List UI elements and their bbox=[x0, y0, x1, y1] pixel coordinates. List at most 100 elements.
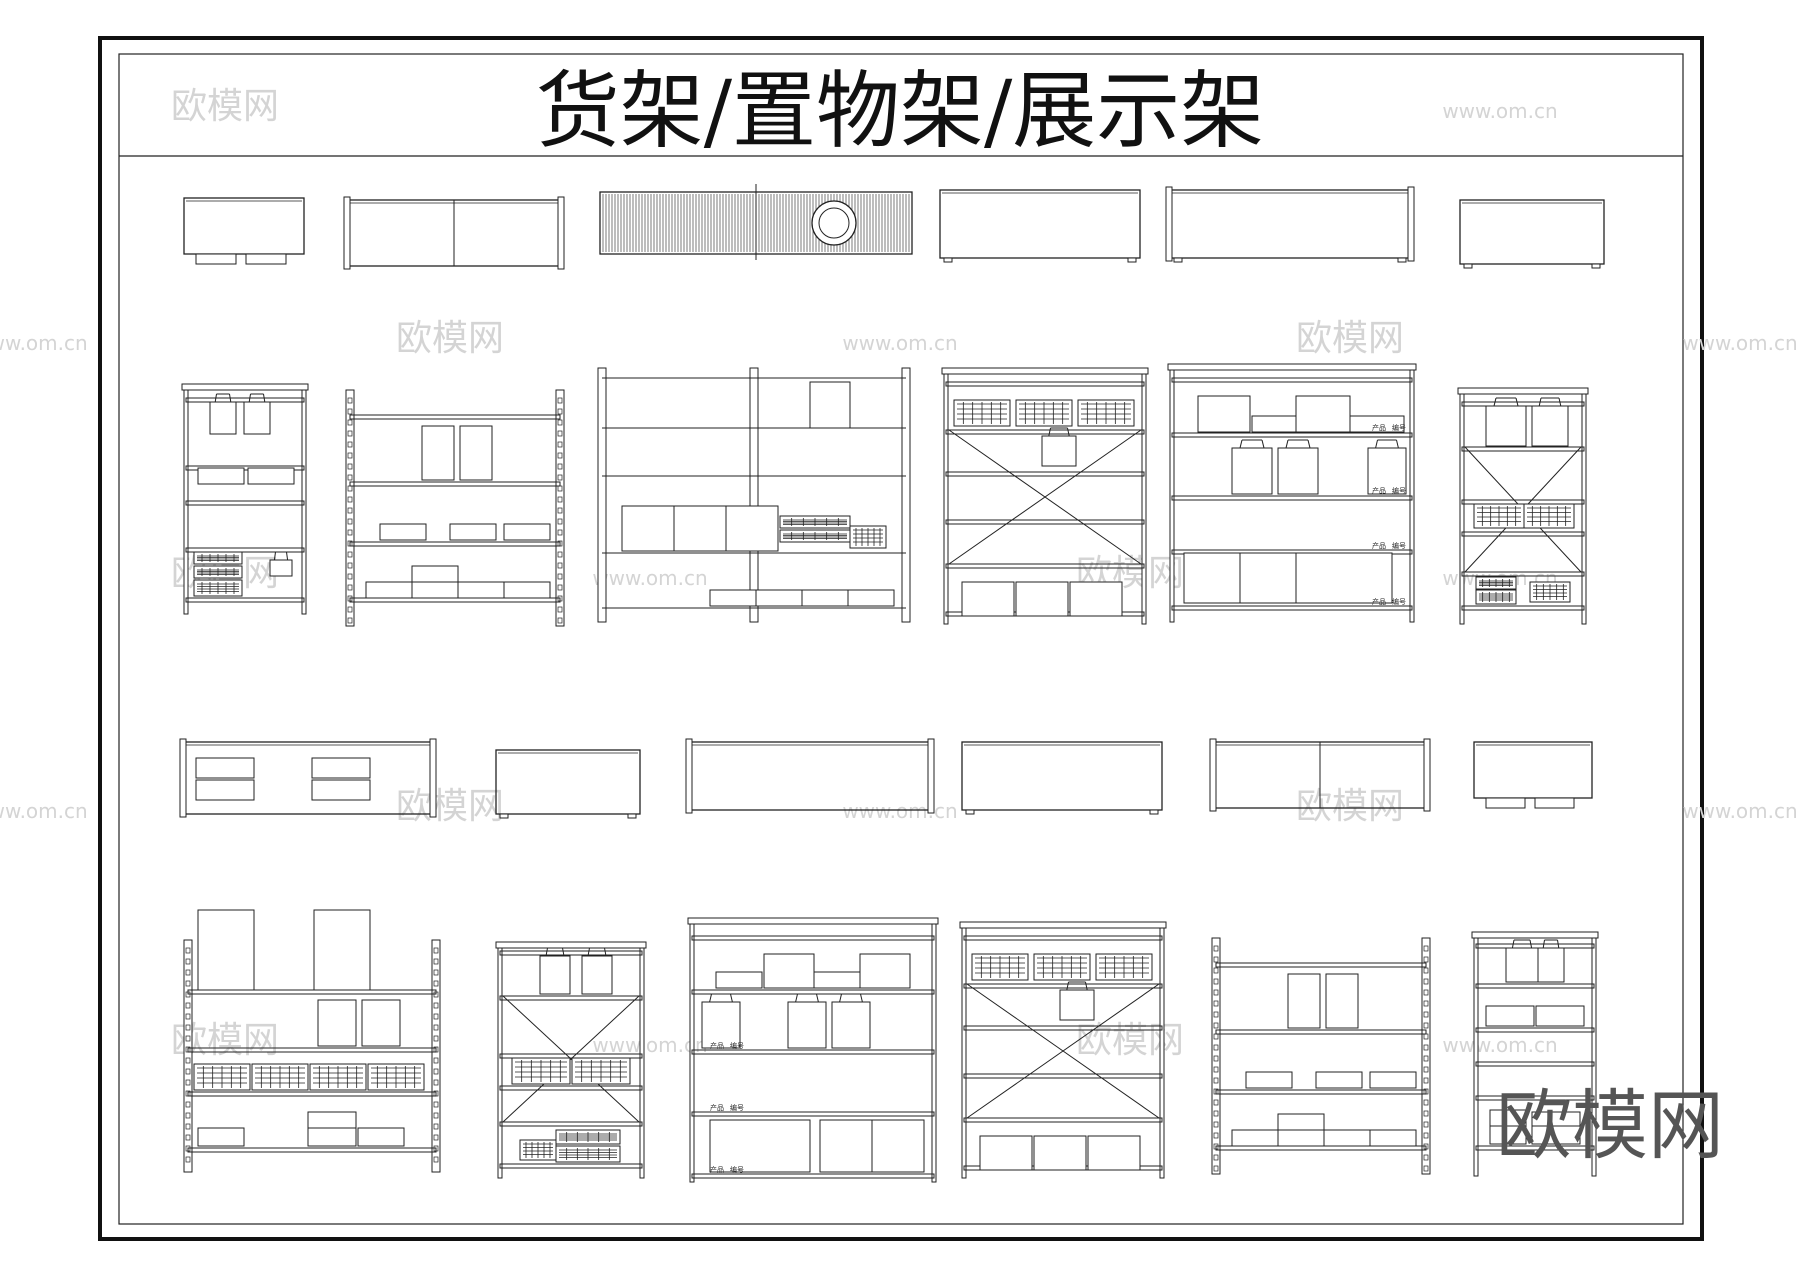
watermark-cn-text: 欧模网 bbox=[171, 86, 279, 127]
upright-slot bbox=[1213, 1000, 1219, 1007]
upright-slot bbox=[1423, 1121, 1429, 1128]
watermark-url-text: www.om.cn bbox=[592, 566, 707, 590]
upright-slot bbox=[347, 584, 353, 591]
ventilated-crate bbox=[511, 1057, 571, 1085]
top-rail bbox=[687, 917, 939, 925]
upright-slot bbox=[185, 1079, 191, 1086]
watermark-cn-text: 欧模网 bbox=[396, 786, 504, 827]
bin-handle bbox=[562, 947, 565, 957]
shelf-board bbox=[349, 541, 561, 547]
bin-body bbox=[831, 1001, 871, 1049]
bin-handle bbox=[214, 393, 217, 403]
corner-post bbox=[557, 196, 565, 270]
upright-slot bbox=[433, 1112, 439, 1119]
watermark-url-text: www.om.cn bbox=[1442, 99, 1557, 123]
storage-box bbox=[819, 1119, 873, 1173]
upright-slot bbox=[557, 441, 563, 448]
shelf-drawings: 产品编号产品编号产品编号产品编号产品编号产品编号产品编号 bbox=[179, 184, 1605, 1183]
storage-box bbox=[195, 779, 255, 801]
storage-box bbox=[1349, 415, 1405, 433]
shelf-board bbox=[1171, 377, 1413, 383]
upright-slot bbox=[1213, 1132, 1219, 1139]
shelf-elevation bbox=[183, 909, 441, 1173]
frame-post bbox=[961, 925, 967, 1179]
shelf-elevation bbox=[181, 383, 309, 615]
upright-slot bbox=[557, 452, 563, 459]
storage-box bbox=[961, 581, 1015, 617]
shelf-board bbox=[1475, 1095, 1595, 1101]
bin-body bbox=[1277, 447, 1319, 495]
corner-post bbox=[1407, 186, 1415, 262]
rack-tag-label: 产品 bbox=[710, 1103, 724, 1112]
shelf-board bbox=[691, 1173, 935, 1179]
shelf-board bbox=[1171, 495, 1413, 501]
bin-body bbox=[243, 401, 271, 435]
ventilated-crate bbox=[309, 1063, 367, 1091]
upright-post bbox=[431, 939, 441, 1173]
bin-handle bbox=[1557, 939, 1560, 949]
top-outline bbox=[183, 197, 305, 255]
frame-post bbox=[597, 367, 607, 623]
bin-handle bbox=[1558, 397, 1562, 407]
bin-body bbox=[1231, 447, 1273, 495]
ventilated-crate bbox=[1473, 503, 1525, 529]
storage-bin bbox=[243, 393, 271, 435]
upright-slot bbox=[185, 969, 191, 976]
upright-slot bbox=[1213, 1110, 1219, 1117]
perforated-upright bbox=[1211, 937, 1221, 1175]
upright-slot bbox=[347, 617, 353, 624]
upright-slot bbox=[1423, 1066, 1429, 1073]
upright-slot bbox=[185, 947, 191, 954]
frame-post bbox=[1473, 935, 1479, 1177]
foot bbox=[1173, 257, 1183, 263]
cross-brace bbox=[966, 983, 1160, 1119]
storage-box bbox=[503, 581, 551, 599]
bin-top-outline bbox=[811, 200, 857, 246]
watermark-cn-text: 欧模网 bbox=[1296, 786, 1404, 827]
upright-slot bbox=[433, 1013, 439, 1020]
upright-slot bbox=[347, 463, 353, 470]
bin-body bbox=[1367, 447, 1407, 495]
shelf-board bbox=[1171, 605, 1413, 611]
upright-slot bbox=[347, 562, 353, 569]
frame-post bbox=[1169, 367, 1175, 623]
top-rail bbox=[1457, 387, 1589, 395]
top-outline bbox=[1169, 189, 1411, 259]
upright-slot bbox=[557, 562, 563, 569]
upright-slot bbox=[1423, 989, 1429, 996]
storage-bin bbox=[701, 993, 741, 1049]
rack-tag: 产品编号 bbox=[1372, 541, 1406, 550]
storage-box bbox=[1295, 552, 1393, 604]
storage-box bbox=[1033, 1135, 1087, 1171]
storage-box bbox=[317, 999, 357, 1047]
storage-bin bbox=[831, 993, 871, 1049]
corner-post bbox=[1423, 738, 1431, 812]
watermark-url-text: www.om.cn bbox=[592, 1033, 707, 1057]
bin-handle bbox=[263, 393, 266, 403]
watermark-url-text: www.om.cn bbox=[1682, 331, 1797, 355]
bin-body bbox=[1059, 989, 1095, 1021]
storage-box bbox=[1325, 973, 1359, 1029]
ventilated-crate bbox=[519, 1139, 557, 1161]
shelf-top-view bbox=[495, 749, 641, 819]
shelf-top-view bbox=[685, 738, 935, 814]
upright-post bbox=[183, 939, 193, 1173]
storage-box bbox=[449, 523, 497, 541]
storage-box bbox=[1239, 552, 1297, 604]
top-rail bbox=[495, 941, 647, 949]
upright-slot bbox=[433, 1035, 439, 1042]
storage-bin bbox=[1277, 439, 1319, 495]
shelf-board bbox=[349, 414, 561, 420]
ventilated-crate bbox=[779, 529, 851, 543]
brand-logo-text: 欧模网 bbox=[1496, 1081, 1724, 1170]
upright-slot bbox=[1213, 1165, 1219, 1172]
ventilated-crate bbox=[1095, 953, 1153, 981]
foot bbox=[627, 813, 637, 819]
storage-bin bbox=[787, 993, 827, 1049]
shelf-board bbox=[1461, 605, 1585, 611]
upright-slot bbox=[1423, 1132, 1429, 1139]
rack-tag: 产品编号 bbox=[1372, 597, 1406, 606]
shelf-board bbox=[185, 547, 305, 553]
ventilated-crate bbox=[193, 565, 243, 579]
